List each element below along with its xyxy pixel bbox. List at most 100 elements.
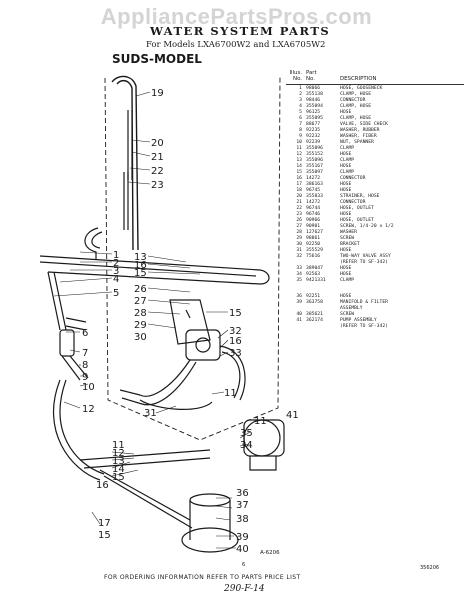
callout-14: 14 [112,464,125,475]
callout-38: 38 [236,514,249,525]
callout-39: 39 [236,532,249,543]
callout-29: 29 [134,320,147,331]
row-illus-no: 3 [299,97,302,103]
row-part-no: 355167 [306,163,323,169]
row-illus-no: 26 [296,217,302,223]
callout-26: 26 [134,284,147,295]
row-description: CLAMP [340,145,355,151]
page-title: WATER SYSTEM PARTS [150,24,331,38]
row-part-no: 355096 [306,145,323,151]
callout-2: 2 [113,258,119,269]
row-part-no: 92251 [306,293,321,299]
callout-20: 20 [151,138,164,149]
row-part-no: 96746 [306,211,321,217]
row-part-no: 355097 [306,169,323,175]
table-row: 20 355833 STRAINER, HOSE [286,194,468,200]
header-divider [286,83,464,85]
table-row: (REFER TO SF-342) [286,324,468,330]
header-part: Part [306,70,317,76]
row-part-no: 96744 [306,205,321,211]
row-part-no: 386163 [306,181,323,187]
row-illus-no: 40 [296,311,302,317]
callout-12b: 12 [112,448,125,459]
callout-21: 21 [151,152,164,163]
row-part-no: 92563 [306,271,321,277]
row-part-no: 355138 [306,91,323,97]
row-illus-no: 28 [296,229,302,235]
callout-6: 6 [82,328,88,339]
row-description: WASHER [340,229,357,235]
row-part-no: 355833 [306,193,323,199]
row-illus-no: 20 [296,193,302,199]
row-illus-no: 4 [299,103,302,109]
callout-22: 22 [151,166,164,177]
row-illus-no: 1 [299,85,302,91]
row-illus-no: 17 [296,181,302,187]
callout-15b: 15 [229,308,242,319]
callout-15c: 15 [112,472,125,483]
callout-15d: 15 [98,530,111,541]
callout-10: 10 [82,382,95,393]
row-part-no: 355096 [306,157,323,163]
callout-31: 31 [144,408,157,419]
callout-16c: 16 [96,480,109,491]
row-description: HOSE [340,247,352,253]
callout-5: 5 [113,288,119,299]
callout-40: 40 [236,544,249,555]
row-illus-no: 2 [299,91,302,97]
row-part-no: 75616 [306,253,321,259]
row-description: SCREW [340,311,355,317]
row-description: HOSE [340,265,352,271]
row-illus-no: 12 [296,151,302,157]
table-row: (REFER TO SF-342) [286,260,468,266]
row-part-no: 355094 [306,103,323,109]
header-illus: Illus. [289,70,302,76]
row-part-no: 90901 [306,223,321,229]
row-description: STRAINER, HOSE [340,193,380,199]
row-illus-no: 15 [296,169,302,175]
row-description: HOSE [340,181,352,187]
row-description: TWO-WAY VALVE ASSY [340,253,391,259]
callout-28: 28 [134,308,147,319]
parts-table-header-bottom: No.No.DESCRIPTION [286,76,468,82]
row-illus-no: 29 [296,235,302,241]
row-description: CLAMP, HOSE [340,115,372,121]
row-description: HOSE [340,187,352,193]
row-part-no: 88677 [306,121,321,127]
callout-7: 7 [82,348,88,359]
row-illus-no: 36 [296,293,302,299]
callout-1: 1 [113,250,119,261]
row-description: HOSE [340,109,352,115]
row-illus-no: 31 [296,247,302,253]
row-illus-no: 22 [296,205,302,211]
drawing-number: A-6206 [260,550,280,556]
callout-11b: 11 [254,416,267,427]
row-description: SCREW, 1/4-20 x 1/2 [340,223,394,229]
callout-27: 27 [134,296,147,307]
row-illus-no: 21 [296,199,302,205]
row-part-no: 355529 [306,247,323,253]
row-part-no: 389047 [306,265,323,271]
row-illus-no: 5 [299,109,302,115]
callout-13: 13 [134,252,147,263]
